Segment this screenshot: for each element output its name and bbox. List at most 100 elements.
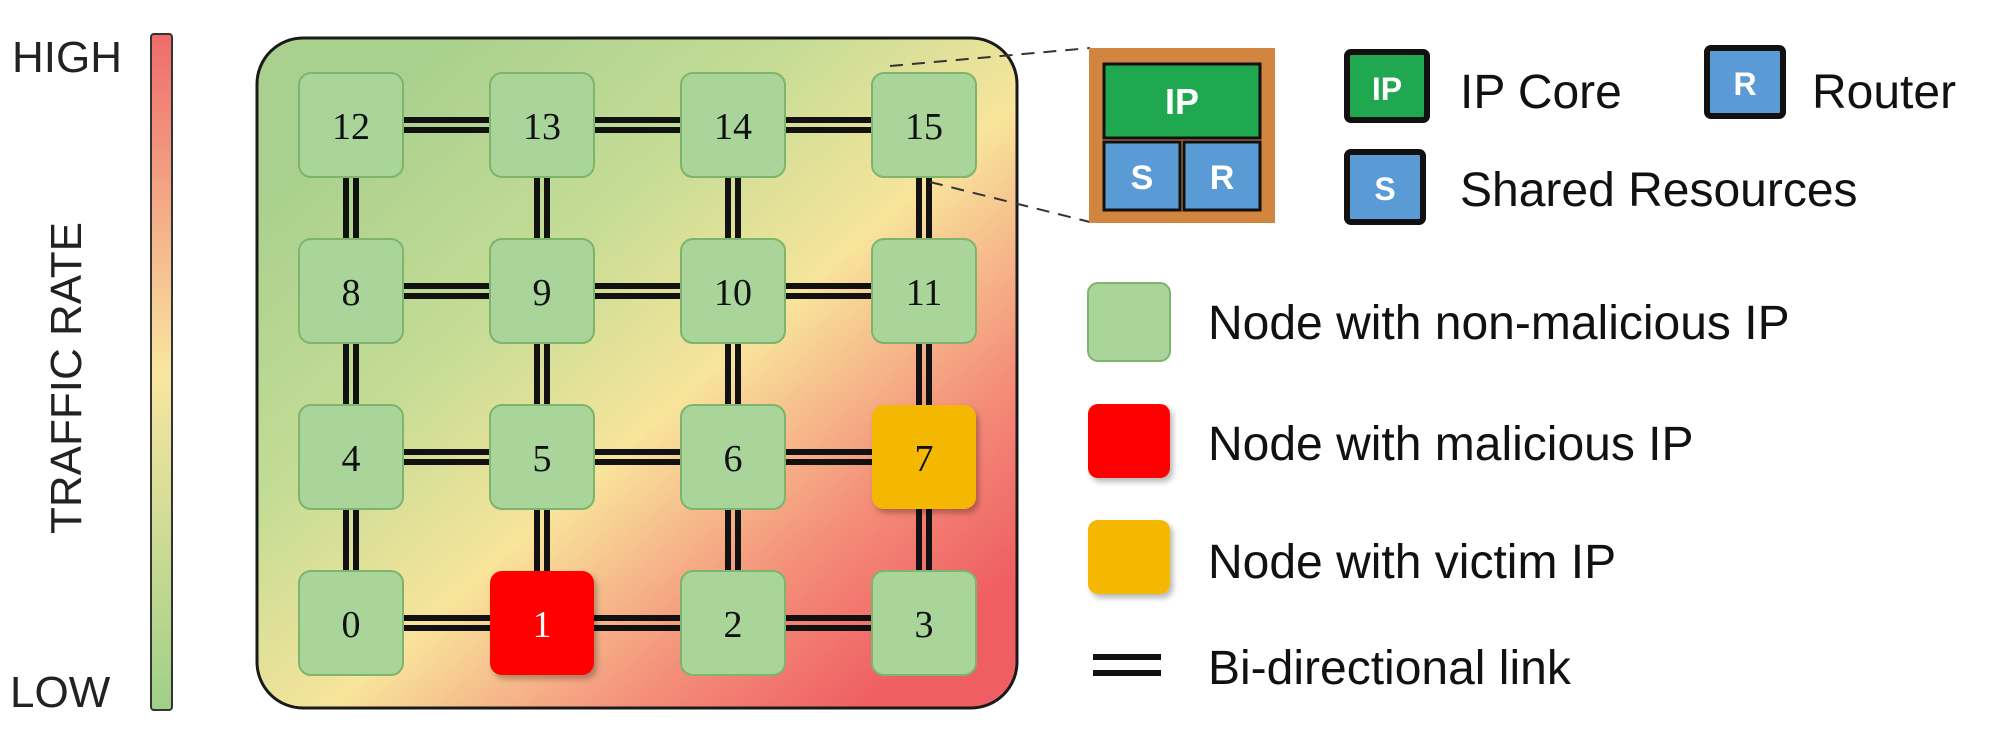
node-label: 6	[724, 438, 743, 480]
mesh-links	[343, 117, 932, 631]
mesh-node-normal: 9	[489, 238, 595, 344]
legend-non-malicious-swatch	[1087, 282, 1171, 362]
link-vertical	[916, 507, 932, 573]
router-detail-ip-label: IP	[1165, 81, 1199, 122]
mesh-node-normal: 11	[871, 238, 977, 344]
node-box	[298, 72, 404, 178]
traffic-low-label: LOW	[10, 668, 111, 717]
legend-ip-core-text: IP Core	[1460, 66, 1622, 119]
link-vertical	[534, 175, 550, 241]
traffic-axis-label: TRAFFIC RATE	[42, 222, 91, 534]
router-detail-shared-label: S	[1131, 159, 1154, 197]
mesh-node-normal: 15	[871, 72, 977, 178]
node-label: 12	[332, 106, 370, 148]
link-vertical	[343, 507, 359, 573]
link-horizontal	[401, 615, 492, 631]
link-vertical	[725, 341, 741, 407]
legend-ip-core-icon	[1344, 49, 1430, 123]
legend-victim-swatch	[1088, 520, 1170, 594]
node-box	[298, 570, 404, 676]
node-label: 8	[342, 272, 361, 314]
node-box	[872, 405, 976, 509]
link-horizontal	[783, 117, 874, 133]
node-label: 3	[915, 604, 934, 646]
node-label: 2	[724, 604, 743, 646]
link-vertical	[343, 341, 359, 407]
node-box	[489, 404, 595, 510]
router-detail: IP S R	[889, 47, 1275, 223]
link-vertical	[343, 175, 359, 241]
legend-non-malicious-text: Node with non-malicious IP	[1208, 297, 1790, 350]
node-label: 5	[533, 438, 552, 480]
node-box	[871, 238, 977, 344]
legend-ip-core-icon-label: IP	[1372, 71, 1402, 107]
mesh-node-normal: 14	[680, 72, 786, 178]
link-vertical	[534, 341, 550, 407]
mesh-node-normal: 13	[489, 72, 595, 178]
link-horizontal	[401, 283, 492, 299]
traffic-gradient-bar	[150, 33, 173, 711]
mesh-node-normal: 10	[680, 238, 786, 344]
node-label: 0	[342, 604, 361, 646]
zoom-line-bottom	[929, 181, 1091, 223]
link-horizontal	[592, 283, 683, 299]
link-vertical	[916, 175, 932, 241]
link-horizontal	[592, 449, 683, 465]
node-label: 9	[533, 272, 552, 314]
node-label: 4	[342, 438, 361, 480]
node-box	[680, 238, 786, 344]
node-box	[680, 404, 786, 510]
node-label: 15	[905, 106, 943, 148]
mesh-node-normal: 5	[489, 404, 595, 510]
legend-link-text: Bi-directional link	[1208, 642, 1572, 695]
traffic-rate-scale: HIGH LOW TRAFFIC RATE	[10, 33, 173, 717]
mesh-node-normal: 6	[680, 404, 786, 510]
link-horizontal	[783, 449, 874, 465]
link-vertical	[534, 507, 550, 573]
router-detail-router-label: R	[1210, 159, 1235, 197]
node-box	[490, 571, 594, 675]
legend-router-text: Router	[1812, 66, 1956, 119]
legend-shared-icon-label: S	[1374, 171, 1395, 207]
node-label: 1	[533, 604, 552, 646]
router-detail-ip-core	[1102, 62, 1262, 140]
router-detail-shared-block	[1102, 140, 1182, 212]
legend-router-icon-label: R	[1733, 66, 1756, 102]
legend-victim-text: Node with victim IP	[1208, 536, 1616, 589]
mesh-node-normal: 8	[298, 238, 404, 344]
mesh-node-normal: 3	[871, 570, 977, 676]
node-box	[298, 404, 404, 510]
legend-link-icon	[1093, 654, 1161, 676]
mesh-node-normal: 0	[298, 570, 404, 676]
node-box	[680, 72, 786, 178]
legend-router-icon	[1704, 45, 1786, 119]
node-box	[489, 238, 595, 344]
node-label: 7	[915, 438, 934, 480]
mesh-node-malicious: 1	[490, 571, 594, 675]
link-vertical	[725, 175, 741, 241]
node-box	[298, 238, 404, 344]
node-box	[489, 72, 595, 178]
link-horizontal	[783, 615, 874, 631]
link-horizontal	[592, 615, 683, 631]
link-horizontal	[401, 117, 492, 133]
mesh-background	[255, 36, 1019, 710]
zoom-line-top	[889, 47, 1091, 67]
mesh-node-normal: 2	[680, 570, 786, 676]
link-horizontal	[592, 117, 683, 133]
link-horizontal	[783, 283, 874, 299]
traffic-high-label: HIGH	[12, 33, 122, 82]
mesh-node-normal: 12	[298, 72, 404, 178]
legend-shared-icon	[1344, 149, 1426, 225]
node-box	[680, 570, 786, 676]
mesh-node-normal: 4	[298, 404, 404, 510]
mesh-node-victim: 7	[872, 405, 976, 509]
node-box	[871, 570, 977, 676]
legend: IP IP Core R Router S Shared Resources N…	[1087, 45, 1956, 695]
node-label: 11	[906, 272, 943, 314]
node-box	[871, 72, 977, 178]
node-label: 10	[714, 272, 752, 314]
link-horizontal	[401, 449, 492, 465]
